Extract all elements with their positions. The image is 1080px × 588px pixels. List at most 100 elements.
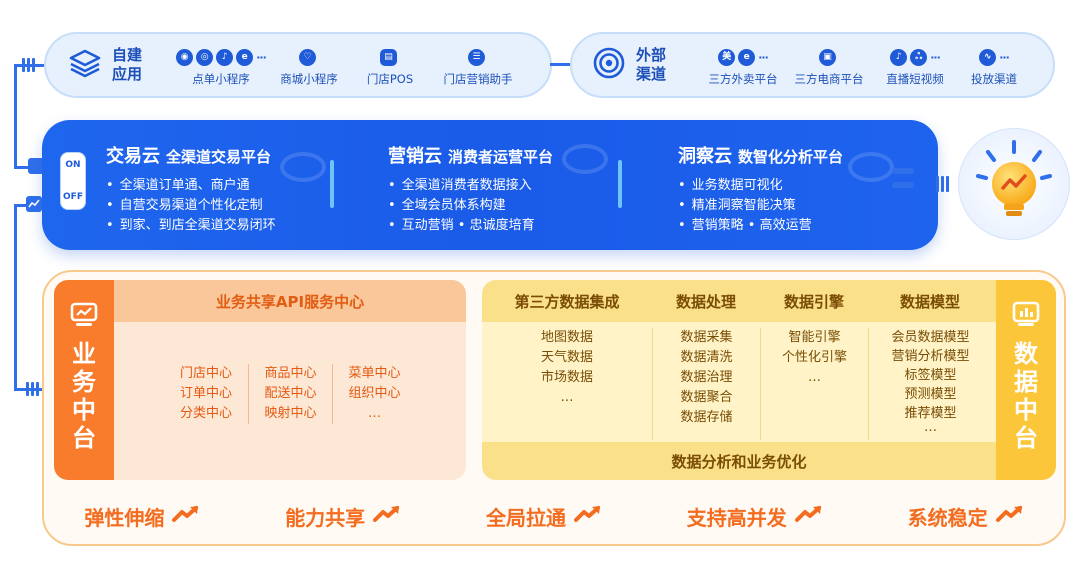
app-order-miniprogram[interactable]: ◉ ◎ ♪ e ··· 点单小程序 bbox=[176, 47, 267, 87]
business-item[interactable]: 订单中心 bbox=[179, 386, 232, 401]
feature-label: 系统稳定 bbox=[907, 505, 988, 530]
cloud-marketing[interactable]: 营销云 消费者运营平台 全渠道消费者数据接入 全域会员体系构建 互动营销 • 忠… bbox=[388, 142, 553, 236]
business-item[interactable]: 菜单中心 bbox=[348, 366, 401, 381]
data-column-processing: 数据采集 数据清洗 数据治理 数据聚合 数据存储 bbox=[652, 328, 760, 440]
cloud-watermark-icon bbox=[280, 152, 326, 182]
data-item: … bbox=[924, 420, 937, 435]
data-item[interactable]: 营销分析模型 bbox=[891, 349, 970, 364]
more-dots: ··· bbox=[999, 50, 1010, 64]
lightbulb-icon bbox=[976, 140, 1052, 216]
business-item[interactable]: 组织中心 bbox=[348, 386, 401, 401]
trend-up-icon bbox=[172, 505, 200, 527]
cloud-divider bbox=[330, 160, 334, 208]
app-label: 门店营销助手 bbox=[443, 72, 513, 86]
ad-icon: ∿ bbox=[979, 48, 997, 66]
data-item: … bbox=[560, 390, 574, 405]
rail-chart-icon bbox=[26, 196, 42, 212]
target-icon bbox=[592, 46, 626, 84]
alipay-icon: ◎ bbox=[196, 48, 214, 66]
business-item[interactable]: 映射中心 bbox=[264, 406, 317, 421]
cloud-trade[interactable]: 交易云 全渠道交易平台 全渠道订单通、商户通 自营交易渠道个性化定制 到家、到店… bbox=[106, 142, 276, 236]
cloud-bullet: 业务数据可视化 bbox=[678, 176, 843, 196]
data-item[interactable]: 数据清洗 bbox=[680, 350, 733, 365]
channel-label: 三方电商平台 bbox=[794, 72, 864, 86]
cloud-bullet: 营销策略 • 高效运营 bbox=[678, 216, 843, 236]
cloud-name: 洞察云 bbox=[678, 146, 732, 167]
cloud-insight[interactable]: 洞察云 数智化分析平台 业务数据可视化 精准洞察智能决策 营销策略 • 高效运营 bbox=[678, 142, 843, 236]
rail-bottom-h2 bbox=[14, 388, 54, 391]
rail-plug-bottom bbox=[26, 380, 44, 398]
self-built-apps-title: 自建应用 bbox=[112, 46, 143, 83]
feature-label: 弹性伸缩 bbox=[84, 505, 165, 530]
cloud-bullet: 自营交易渠道个性化定制 bbox=[106, 196, 276, 216]
data-analysis-footer: 数据分析和业务优化 bbox=[482, 442, 996, 480]
meituan-icon: 美 bbox=[718, 48, 736, 66]
cloud-banner: 交易云 全渠道交易平台 全渠道订单通、商户通 自营交易渠道个性化定制 到家、到店… bbox=[42, 120, 938, 250]
app-label: 门店POS bbox=[366, 72, 414, 86]
on-off-switch[interactable]: ON OFF bbox=[60, 152, 86, 210]
douyin-icon: ♪ bbox=[216, 48, 234, 66]
app-store-pos[interactable]: ▤ 门店POS bbox=[352, 47, 428, 87]
data-item[interactable]: 天气数据 bbox=[540, 350, 593, 365]
business-item[interactable]: 配送中心 bbox=[264, 386, 317, 401]
app-label: 点单小程序 bbox=[192, 72, 250, 86]
app-mall-miniprogram[interactable]: ♡ 商城小程序 bbox=[266, 47, 352, 87]
data-item[interactable]: 标签模型 bbox=[904, 368, 957, 383]
cloud-subtitle: 消费者运营平台 bbox=[448, 148, 554, 166]
app-store-marketing-assistant[interactable]: ☰ 门店营销助手 bbox=[428, 47, 528, 87]
channel-live-video[interactable]: ♪ ஃ ··· 直播短视频 bbox=[872, 47, 958, 87]
switch-off-label: OFF bbox=[63, 192, 83, 202]
eleme-icon: e bbox=[236, 48, 254, 66]
self-built-apps-panel: 自建应用 ◉ ◎ ♪ e ··· 点单小程序 ♡ 商城小程序 ▤ 门店 bbox=[44, 32, 552, 98]
cloud-bullet: 全渠道订单通、商户通 bbox=[106, 176, 276, 196]
data-item[interactable]: 预测模型 bbox=[904, 387, 957, 402]
business-column: 门店中心 订单中心 分类中心 bbox=[164, 364, 248, 424]
banner-plug bbox=[936, 176, 949, 192]
data-item[interactable]: 数据存储 bbox=[680, 410, 733, 425]
more-dots: ··· bbox=[758, 50, 769, 64]
data-item[interactable]: 个性化引擎 bbox=[781, 350, 847, 365]
banner-connector-bars bbox=[892, 168, 914, 196]
channel-label: 三方外卖平台 bbox=[708, 72, 778, 86]
data-item[interactable]: 数据治理 bbox=[680, 370, 733, 385]
data-item[interactable]: 市场数据 bbox=[540, 370, 593, 385]
business-api-center: 业务共享API服务中心 门店中心 订单中心 分类中心 商品中心 配送中心 映射中… bbox=[114, 280, 466, 480]
kuaishou-icon: ஃ bbox=[910, 48, 928, 66]
business-item[interactable]: 门店中心 bbox=[179, 366, 232, 381]
external-channels-title: 外部渠道 bbox=[636, 46, 667, 83]
data-header-model: 数据模型 bbox=[899, 292, 960, 311]
channel-ads[interactable]: ∿ ··· 投放渠道 bbox=[958, 47, 1030, 87]
data-platform-title: 数据中台 bbox=[1014, 340, 1038, 452]
data-item[interactable]: 会员数据模型 bbox=[891, 330, 970, 345]
business-item[interactable]: 商品中心 bbox=[264, 366, 317, 381]
data-item[interactable]: 推荐模型 bbox=[904, 406, 957, 421]
layers-icon bbox=[68, 48, 102, 82]
monitor-chart-icon bbox=[70, 302, 98, 332]
switch-on-label: ON bbox=[65, 160, 81, 170]
business-api-header: 业务共享API服务中心 bbox=[114, 280, 466, 322]
more-dots: ··· bbox=[256, 50, 267, 64]
rail-plug-top bbox=[22, 56, 40, 74]
ecommerce-icon: ▣ bbox=[819, 48, 836, 66]
trend-up-icon bbox=[373, 505, 401, 527]
cloud-bullet: 全渠道消费者数据接入 bbox=[388, 176, 553, 196]
data-item[interactable]: 地图数据 bbox=[540, 330, 593, 345]
pos-icon: ▤ bbox=[380, 48, 397, 66]
channel-ecommerce[interactable]: ▣ 三方电商平台 bbox=[786, 47, 872, 87]
feature-item: 支持高并发 bbox=[687, 502, 823, 531]
data-header-processing: 数据处理 bbox=[675, 292, 736, 311]
bar-chart-icon bbox=[1012, 300, 1040, 332]
business-item[interactable]: 分类中心 bbox=[179, 406, 232, 421]
data-item[interactable]: 智能引擎 bbox=[788, 330, 841, 345]
cloud-bullet: 全域会员体系构建 bbox=[388, 196, 553, 216]
feature-item: 全局拉通 bbox=[486, 502, 602, 531]
wechat-icon: ◉ bbox=[176, 48, 194, 66]
app-label: 商城小程序 bbox=[280, 72, 338, 86]
data-platform-side: 数据中台 bbox=[996, 280, 1056, 480]
channel-takeaway[interactable]: 美 e ··· 三方外卖平台 bbox=[700, 47, 786, 87]
data-column-model: 会员数据模型 营销分析模型 标签模型 预测模型 推荐模型 … bbox=[868, 328, 992, 440]
data-header-integration: 第三方数据集成 bbox=[514, 292, 620, 311]
data-item[interactable]: 数据聚合 bbox=[680, 390, 733, 405]
data-item[interactable]: 数据采集 bbox=[680, 330, 733, 345]
data-column-integration: 地图数据 天气数据 市场数据 … bbox=[482, 328, 652, 440]
